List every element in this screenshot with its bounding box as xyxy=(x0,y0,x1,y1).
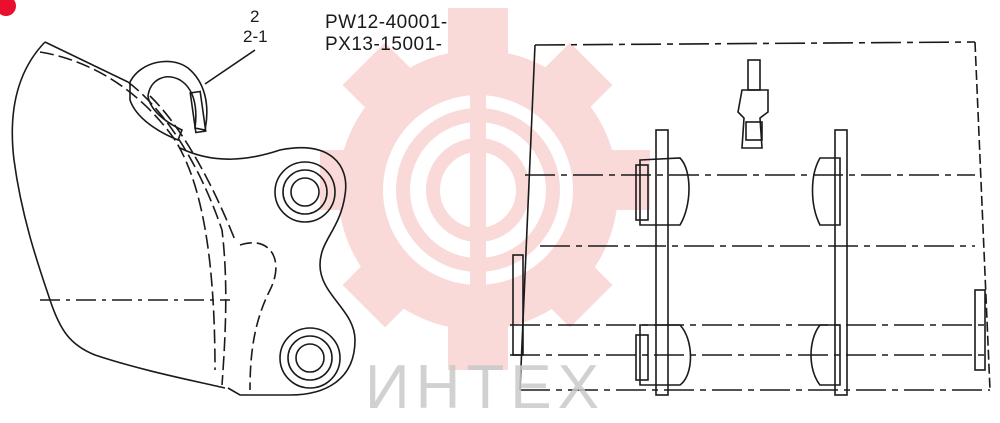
parts-diagram xyxy=(0,0,991,396)
watermark-text: ИНТЕХ xyxy=(365,353,605,422)
callout-subpart-number: 2-1 xyxy=(243,27,268,46)
callout-part-number: 2 xyxy=(250,7,260,26)
serial-range-1: PW12-40001- xyxy=(325,12,448,33)
bucket-side-view xyxy=(11,41,356,396)
corner-marker xyxy=(0,0,16,16)
bucket-top-view xyxy=(510,41,991,396)
serial-range-2: PX13-15001- xyxy=(325,34,443,55)
watermark-gear-logo xyxy=(320,8,650,370)
